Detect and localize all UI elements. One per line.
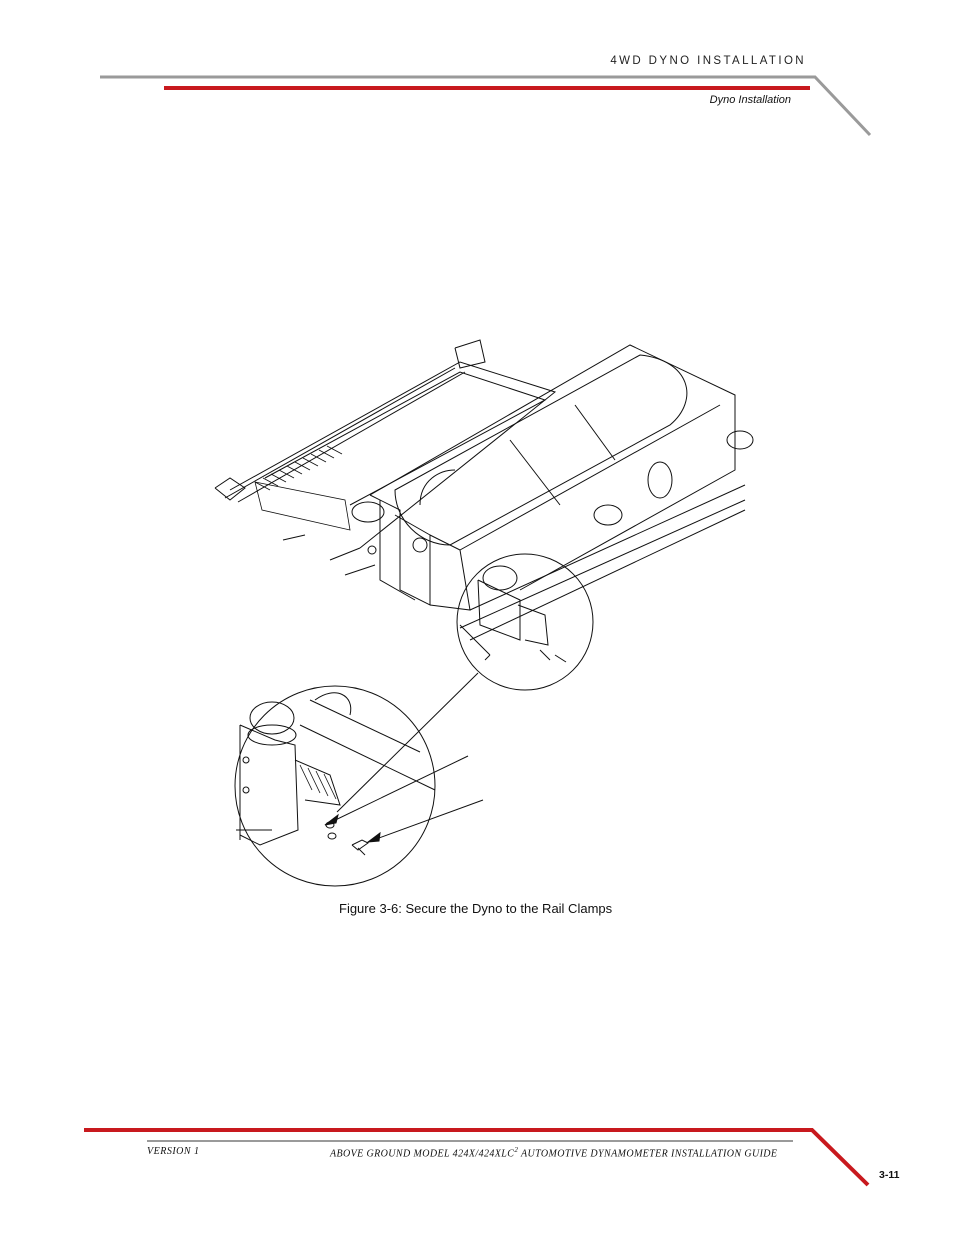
chapter-title: 4WD DYNO INSTALLATION	[610, 55, 806, 67]
page-number: 3-11	[879, 1169, 900, 1181]
header-gray-rule	[100, 75, 872, 137]
section-title: Dyno Installation	[709, 94, 791, 106]
dyno-chassis	[367, 344, 746, 641]
detail-leader-line	[336, 672, 479, 813]
detail-callout-circle	[456, 553, 594, 691]
footer-title-main: ABOVE GROUND MODEL 424X/424XLC	[330, 1148, 515, 1160]
footer-version: VERSION 1	[147, 1146, 200, 1157]
footer-guide-title: ABOVE GROUND MODEL 424X/424XLC2 AUTOMOTI…	[330, 1146, 777, 1159]
dyno-rail-clamp-illustration	[214, 339, 754, 887]
footer-title-superscript: 2	[514, 1146, 519, 1154]
footer-red-rule	[84, 1128, 870, 1187]
air-springs	[351, 430, 754, 591]
clamp-assembly	[459, 579, 567, 663]
rail-frame	[214, 339, 557, 576]
figure-caption: Figure 3-6: Secure the Dyno to the Rail …	[339, 901, 613, 916]
footer-title-rest: AUTOMOTIVE DYNAMOMETER INSTALLATION GUID…	[518, 1148, 778, 1160]
detail-view	[234, 685, 484, 887]
